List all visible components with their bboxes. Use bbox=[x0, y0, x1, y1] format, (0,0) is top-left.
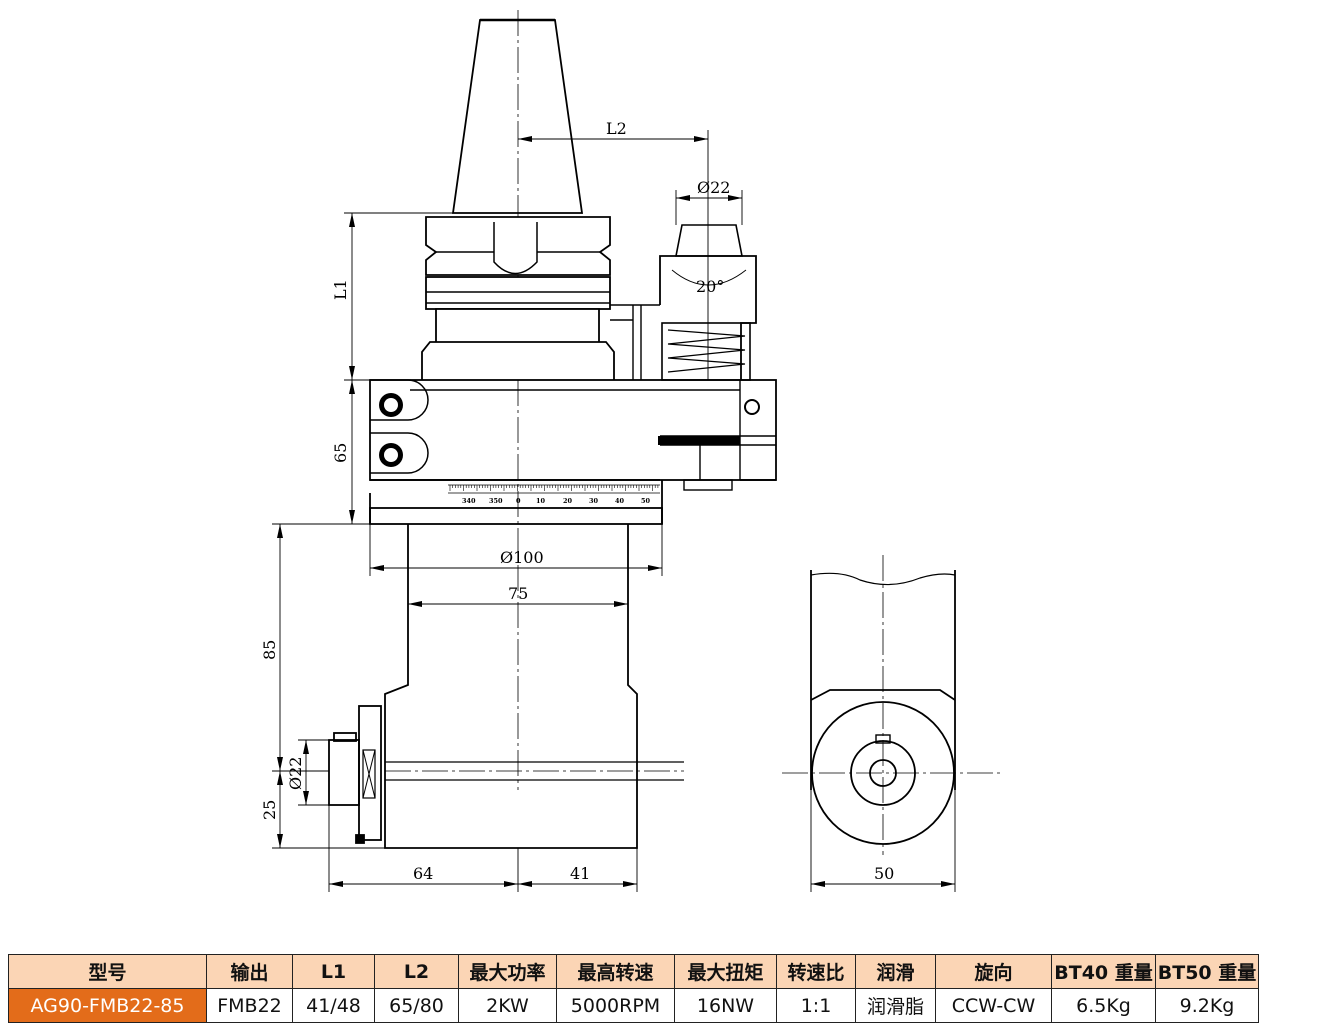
scale-label: 350 bbox=[489, 497, 503, 505]
header-cell: 最高转速 bbox=[556, 954, 675, 989]
scale-label: 30 bbox=[589, 497, 599, 505]
scale-label: 340 bbox=[462, 497, 476, 505]
taper-shank bbox=[451, 18, 584, 214]
table-header-row: 型号 输出 L1 L2 最大功率 最高转速 最大扭矩 转速比 润滑 旋向 BT4… bbox=[8, 954, 1259, 989]
table-cell: FMB22 bbox=[206, 988, 293, 1023]
header-cell: 旋向 bbox=[935, 954, 1052, 989]
table-cell: 16NW bbox=[674, 988, 777, 1023]
dim-65: 65 bbox=[331, 443, 350, 463]
dim-85: 85 bbox=[260, 640, 279, 660]
dim-75: 75 bbox=[508, 584, 528, 603]
scale-label: 10 bbox=[536, 497, 546, 505]
table-cell: 9.2Kg bbox=[1155, 988, 1259, 1023]
scale-label: 0 bbox=[516, 497, 521, 505]
table-cell: 5000RPM bbox=[556, 988, 675, 1023]
table-cell: 1:1 bbox=[776, 988, 856, 1023]
stop-block bbox=[610, 224, 757, 381]
dimension-arrows bbox=[277, 136, 955, 887]
spec-table: 型号 输出 L1 L2 最大功率 最高转速 最大扭矩 转速比 润滑 旋向 BT4… bbox=[8, 954, 1259, 1023]
scale-label: 40 bbox=[615, 497, 625, 505]
header-cell: 最大扭矩 bbox=[674, 954, 777, 989]
header-cell: 最大功率 bbox=[458, 954, 557, 989]
dim-25: 25 bbox=[260, 800, 279, 820]
dim-64: 64 bbox=[413, 864, 433, 883]
table-cell: CCW-CW bbox=[935, 988, 1052, 1023]
spindle-body bbox=[328, 524, 684, 849]
angle-scale bbox=[448, 484, 660, 494]
scale-label: 20 bbox=[563, 497, 573, 505]
bolt-holes bbox=[379, 393, 760, 467]
main-housing bbox=[369, 379, 777, 525]
scale-label: 50 bbox=[641, 497, 651, 505]
header-cell: 输出 bbox=[206, 954, 293, 989]
dim-d22-side: Ø22 bbox=[286, 757, 305, 790]
header-cell: L1 bbox=[292, 954, 375, 989]
table-cell: 65/80 bbox=[374, 988, 459, 1023]
header-cell: 型号 bbox=[8, 954, 207, 989]
header-cell: 转速比 bbox=[776, 954, 856, 989]
header-cell: BT50 重量 bbox=[1155, 954, 1259, 989]
model-cell: AG90-FMB22-85 bbox=[8, 988, 207, 1023]
dim-d22-top: Ø22 bbox=[697, 178, 730, 197]
dim-angle: 20° bbox=[696, 277, 724, 296]
dim-l2: L2 bbox=[606, 119, 627, 138]
tool-holder-flange bbox=[421, 216, 615, 380]
table-row: AG90-FMB22-85 FMB22 41/48 65/80 2KW 5000… bbox=[8, 988, 1259, 1023]
dim-41: 41 bbox=[570, 864, 590, 883]
dim-50: 50 bbox=[874, 864, 894, 883]
table-cell: 2KW bbox=[458, 988, 557, 1023]
table-cell: 41/48 bbox=[292, 988, 375, 1023]
table-cell: 6.5Kg bbox=[1051, 988, 1156, 1023]
dim-l1: L1 bbox=[331, 279, 350, 300]
side-view bbox=[782, 555, 1000, 855]
header-cell: L2 bbox=[374, 954, 459, 989]
header-cell: BT40 重量 bbox=[1051, 954, 1156, 989]
technical-drawing: L2 Ø22 20° L1 65 Ø100 75 85 Ø22 25 64 41… bbox=[260, 10, 1000, 892]
header-cell: 润滑 bbox=[855, 954, 936, 989]
dim-d100: Ø100 bbox=[500, 548, 544, 567]
table-cell: 润滑脂 bbox=[855, 988, 936, 1023]
